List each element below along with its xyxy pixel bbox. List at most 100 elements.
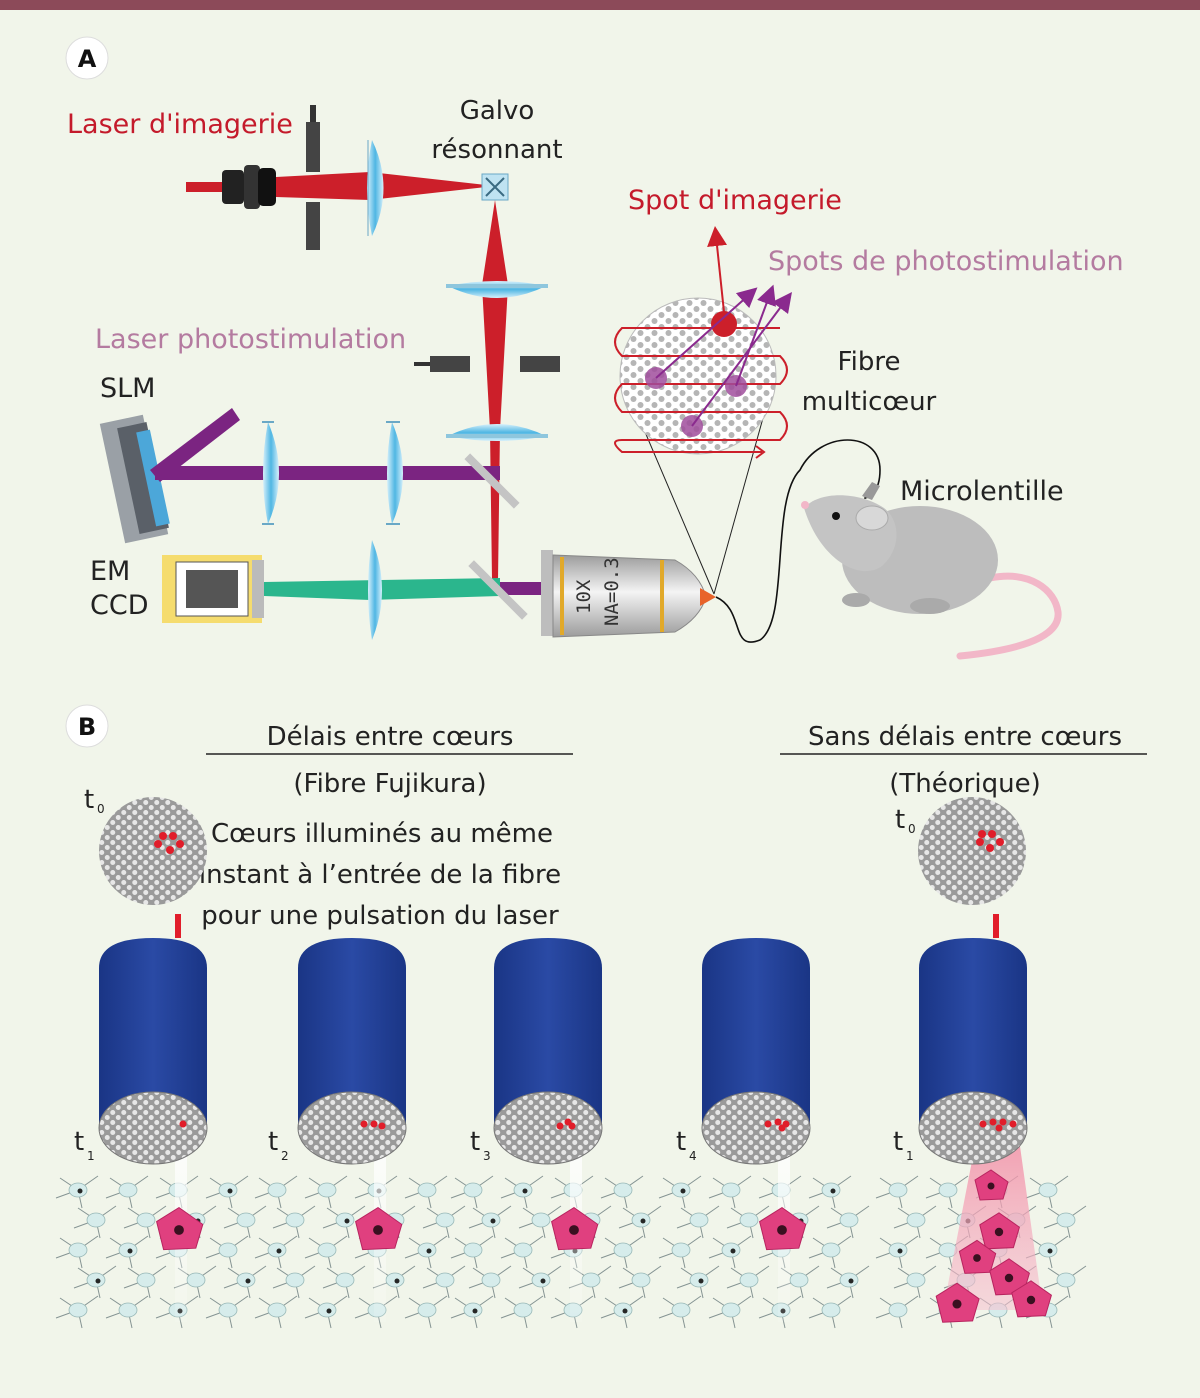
galvo-label-line2: résonnant [431,135,562,165]
camera-label-line1: EM [90,556,130,587]
time-label-sub-4: 4 [689,1149,697,1163]
time-label-3: t [470,1127,480,1157]
active-neurons [156,1206,204,1251]
galvo-label-line1: Galvo [460,96,535,126]
time-label-sub-1: 1 [87,1149,95,1163]
t0-face-right [918,797,1026,905]
fiber-label-line1: Fibre [838,347,901,377]
panel-a: A [65,36,1124,660]
imaging-lens [367,140,384,236]
panel-a-badge [65,36,109,80]
fiber-end-face [701,1091,811,1165]
t0-left-sub: 0 [97,802,105,816]
imaging-laser-label: Laser d'imagerie [67,109,293,140]
note-line2: instant à l’entrée de la fibre [199,860,561,890]
right-subheader: (Théorique) [889,769,1040,799]
slm-label: SLM [100,373,155,404]
emission-beam [264,578,500,600]
time-label-5: t [893,1127,903,1157]
photostim-spots-label: Spots de photostimulation [768,246,1124,277]
raster-scan-path [614,327,788,453]
lit-cores [179,1120,187,1128]
fiber-label-line2: multicœur [802,387,937,417]
camera-label-line2: CCD [90,590,149,621]
active-neurons [355,1206,403,1251]
fiber-end-face [493,1091,603,1165]
lit-cores [979,1118,1017,1132]
microlens-label: Microlentille [900,476,1064,507]
top-border [0,0,1200,10]
dichroic-mirror-2 [468,560,528,620]
fiber-body [919,938,1027,1128]
photostim-arrow-3 [735,284,776,387]
active-neurons [759,1206,807,1251]
photostim-beam-in [150,408,240,482]
t0-left-label: t [84,785,94,815]
neuron-network [55,1175,267,1329]
time-label-4: t [676,1127,686,1157]
slm-device [99,414,170,544]
time-label-sub-2: 2 [281,1149,289,1163]
left-subheader: (Fibre Fujikura) [293,769,486,799]
fiber-end-face [918,1091,1028,1165]
right-header: Sans délais entre cœurs [808,722,1122,752]
resonant-galvo [481,173,509,201]
iris-aperture [306,105,320,250]
lit-cores [556,1118,576,1130]
photostim-lens-2 [386,421,403,525]
neuron-network [254,1175,466,1329]
photostim-laser-label: Laser photostimulation [95,324,406,355]
neuron-network [450,1175,662,1329]
neuron-network [658,1175,870,1329]
active-neurons [551,1206,599,1251]
note-line3: pour une pulsation du laser [201,901,559,931]
panel-b-badge-text: B [78,713,96,741]
photostim-beam-horizontal [155,466,500,480]
objective-lens: 10X NA=0.3 [541,550,716,638]
tube-lens [368,540,382,640]
imaging-laser-source [186,165,276,209]
note-line1: Cœurs illuminés au même [211,819,553,849]
fiber-end-face [297,1091,407,1165]
dichroic-mirror-1 [464,453,520,509]
emccd-camera [162,555,264,623]
active-neurons [935,1169,1052,1323]
time-label-sub-5: 1 [906,1149,914,1163]
fiber-body [298,938,406,1128]
imaging-spot-arrow [707,226,727,313]
left-header: Délais entre cœurs [267,722,514,752]
panel-b-badge [65,704,109,748]
relay-lens-bottom [446,424,548,441]
imaging-spot-label: Spot d'imagerie [628,185,842,216]
time-label-1: t [74,1127,84,1157]
t0-right-sub: 0 [908,822,916,836]
fiber-body [494,938,602,1128]
fiber-face-zoom [614,226,792,459]
fiber-body [702,938,810,1128]
relay-lens-top [446,281,548,298]
lit-cores [360,1120,386,1130]
iris-vertical [414,356,560,372]
input-pulse-right [993,914,999,938]
time-label-2: t [268,1127,278,1157]
time-label-sub-3: 3 [483,1149,491,1163]
fiber-end-face [98,1091,208,1165]
t0-face-left [99,797,207,905]
t0-right-label: t [895,805,905,835]
panel-b: B Délais entre cœurs (Fibre Fujikura) Sa… [55,704,1147,1329]
fiber-cable [715,439,881,643]
mouse-illustration [801,482,1062,660]
imaging-beam-horizontal [276,172,495,200]
input-pulse-left [175,914,181,938]
fiber-body [99,938,207,1128]
photostim-lens-1 [262,421,279,525]
photostim-arrow-1 [655,287,758,379]
objective-magnification: 10X [573,579,595,614]
